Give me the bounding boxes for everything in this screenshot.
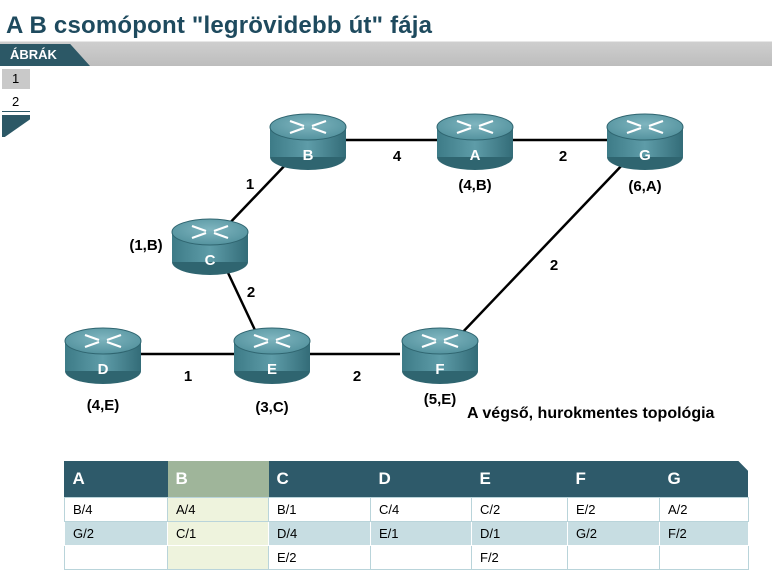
- table-cell: A/2: [659, 496, 749, 522]
- router-a-annotation: (4,B): [458, 177, 491, 194]
- cost-d-e: 1: [184, 368, 192, 385]
- table-cell: D/4: [268, 520, 371, 546]
- router-c-name: C: [205, 252, 216, 269]
- router-d-name: D: [98, 361, 109, 378]
- table-cell: B/1: [268, 496, 371, 522]
- router-g-icon: [606, 113, 684, 170]
- table-cell: F/2: [659, 520, 749, 546]
- table-cell: [370, 544, 472, 570]
- table-cell: G/2: [64, 520, 168, 546]
- topology-diagram: B A G C D E F (4,B) (6,A) (1,B) (4,E) (3…: [64, 113, 684, 416]
- table-cell: [567, 544, 660, 570]
- link-f-g: [459, 161, 626, 336]
- router-a-name: A: [470, 147, 481, 164]
- table-cell: C/2: [471, 496, 568, 522]
- router-a-icon: [436, 113, 514, 170]
- router-f-name: F: [435, 361, 444, 378]
- router-f-icon: [401, 327, 479, 384]
- router-d-icon: [64, 327, 142, 384]
- cost-f-g: 2: [550, 257, 558, 274]
- router-b-icon: [269, 113, 347, 170]
- cost-b-a: 4: [393, 148, 402, 165]
- router-g-name: G: [639, 147, 651, 164]
- table-row: E/2 F/2: [64, 544, 749, 570]
- cost-e-f: 2: [353, 368, 361, 385]
- router-c-icon: [171, 218, 249, 275]
- router-g-annotation: (6,A): [628, 178, 661, 195]
- column-header-g: G: [667, 468, 681, 488]
- router-e-name: E: [267, 361, 277, 378]
- router-c-annotation: (1,B): [129, 237, 162, 254]
- routing-table: A B C D E F G B/4 A/4 B/1 C/4 C/2 E/2 A/…: [64, 461, 749, 570]
- link-b-c: [224, 159, 291, 229]
- table-cell: G/2: [567, 520, 660, 546]
- column-header-e: E: [479, 468, 491, 488]
- table-cell: F/2: [471, 544, 568, 570]
- figure-tab-2[interactable]: 2: [2, 92, 30, 112]
- cost-a-g: 2: [559, 148, 567, 165]
- page-title: A B csomópont "legrövidebb út" fája: [6, 12, 433, 39]
- column-header-c: C: [276, 468, 289, 488]
- table-row: B/4 A/4 B/1 C/4 C/2 E/2 A/2: [64, 496, 749, 522]
- column-header-d: D: [378, 468, 391, 488]
- cost-b-c: 1: [246, 176, 254, 193]
- table-cell: E/2: [268, 544, 371, 570]
- column-header-a: A: [72, 468, 85, 488]
- table-cell: A/4: [167, 496, 269, 522]
- router-e-icon: [233, 327, 311, 384]
- table-cell: E/1: [370, 520, 472, 546]
- table-cell: C/1: [167, 520, 269, 546]
- table-cell: E/2: [567, 496, 660, 522]
- table-cell: B/4: [64, 496, 168, 522]
- table-cell: C/4: [370, 496, 472, 522]
- column-header-b: B: [167, 461, 269, 497]
- header-bar: [0, 38, 772, 66]
- table-cell: [64, 544, 168, 570]
- figure-tab-1[interactable]: 1: [2, 69, 30, 89]
- table-header-row: A B C D E F G: [65, 461, 749, 497]
- router-e-annotation: (3,C): [255, 399, 288, 416]
- router-b-name: B: [303, 147, 314, 164]
- table-cell: [167, 544, 269, 570]
- table-cell: D/1: [471, 520, 568, 546]
- abrak-tab[interactable]: ÁBRÁK: [0, 44, 90, 66]
- topology-caption: A végső, hurokmentes topológia: [467, 405, 715, 422]
- column-header-f: F: [575, 468, 586, 488]
- router-f-annotation: (5,E): [424, 391, 457, 408]
- table-cell: [659, 544, 749, 570]
- router-d-annotation: (4,E): [87, 397, 120, 414]
- table-row: G/2 C/1 D/4 E/1 D/1 G/2 F/2: [64, 520, 749, 546]
- cost-c-e: 2: [247, 284, 255, 301]
